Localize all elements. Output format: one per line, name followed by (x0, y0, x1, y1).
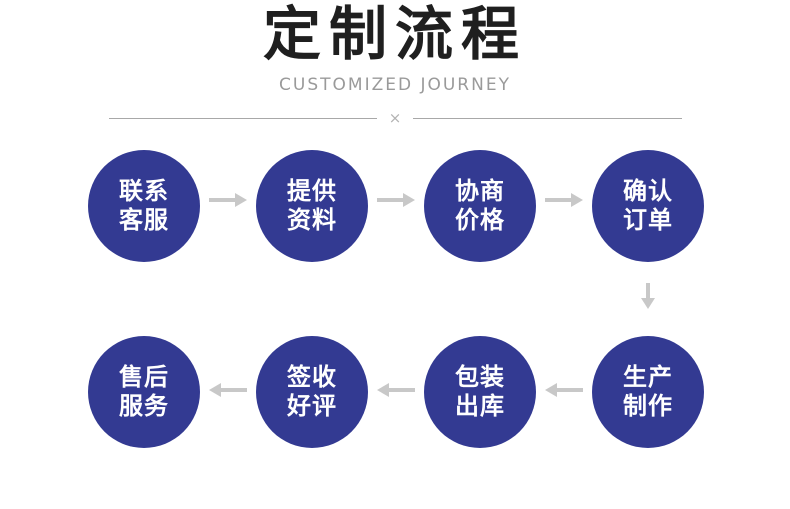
flow-step-label-line: 售后 (119, 363, 169, 391)
flow-step-label-line: 出库 (455, 392, 505, 420)
divider-line-left (108, 118, 377, 119)
page-title: 定制流程 (262, 0, 527, 68)
flow-step-label-line: 制作 (623, 392, 673, 420)
flow-step-label-line: 好评 (287, 392, 337, 420)
flow-step-after-sales: 售后 服务 (88, 336, 200, 448)
flow-step-production: 生产 制作 (592, 336, 704, 448)
arrow-right-icon (545, 193, 583, 207)
flow-step-label-line: 服务 (119, 392, 169, 420)
arrow-left-icon (209, 383, 247, 397)
flow-step-label-line: 客服 (119, 206, 169, 234)
flow-step-label-line: 订单 (623, 206, 673, 234)
divider-x-icon: × (388, 109, 402, 127)
flow-step-label-line: 协商 (455, 177, 505, 205)
flow-step-contact-service: 联系 客服 (88, 150, 200, 262)
flow-step-provide-materials: 提供 资料 (256, 150, 368, 262)
arrow-right-icon (209, 193, 247, 207)
flow-step-label-line: 提供 (287, 177, 337, 205)
flow-step-negotiate-price: 协商 价格 (424, 150, 536, 262)
arrow-right-icon (377, 193, 415, 207)
flow-step-label-line: 签收 (287, 363, 337, 391)
page-subtitle: CUSTOMIZED JOURNEY (279, 75, 511, 95)
flow-step-label-line: 资料 (287, 206, 337, 234)
flow-step-packing-shipping: 包装 出库 (424, 336, 536, 448)
flow-step-confirm-order: 确认 订单 (592, 150, 704, 262)
flow-step-label-line: 生产 (623, 363, 673, 391)
flow-step-sign-review: 签收 好评 (256, 336, 368, 448)
flow-step-label-line: 价格 (455, 206, 505, 234)
flow-step-label-line: 确认 (623, 177, 673, 205)
arrow-down-icon (641, 283, 655, 309)
arrow-left-icon (377, 383, 415, 397)
flow-step-label-line: 包装 (455, 363, 505, 391)
flow-step-label-line: 联系 (119, 177, 169, 205)
divider-line-right (413, 118, 682, 119)
arrow-left-icon (545, 383, 583, 397)
title-divider: × (108, 109, 682, 127)
